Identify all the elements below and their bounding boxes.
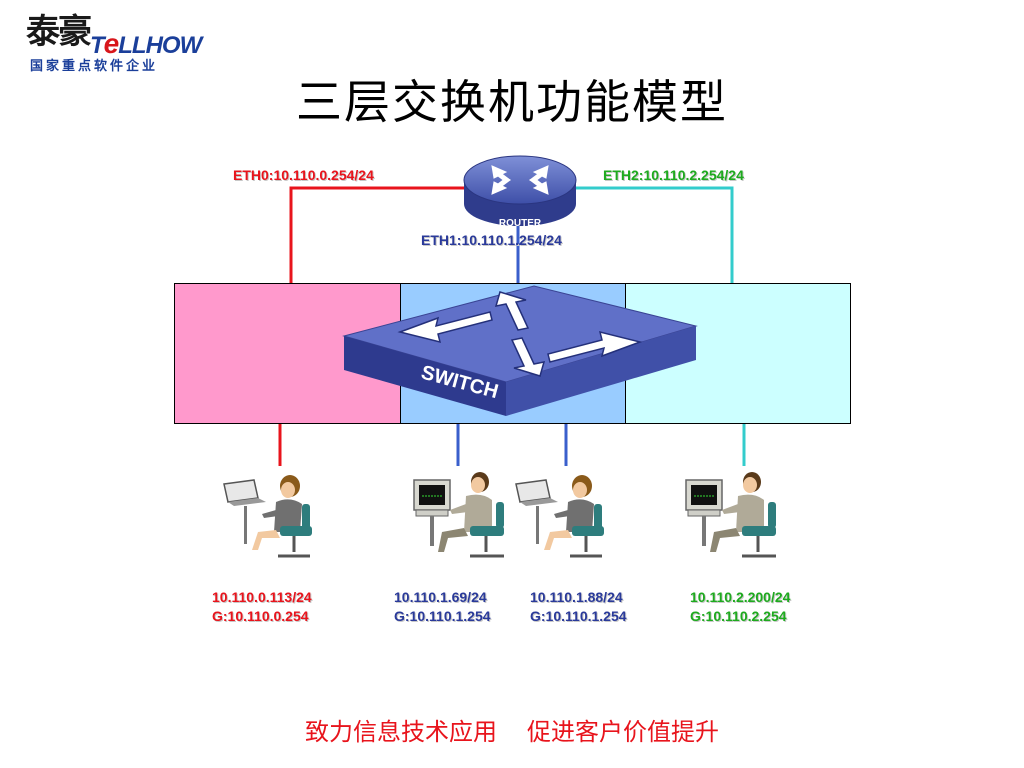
slogan-right: 促进客户价值提升 xyxy=(527,718,719,746)
router-label: ROUTER xyxy=(499,218,542,229)
host-gateway: G:10.110.2.254 xyxy=(690,608,787,624)
man-at-computer-icon xyxy=(685,472,776,558)
host-gateway: G:10.110.1.254 xyxy=(530,608,627,624)
logo-subtitle: 国家重点软件企业 xyxy=(30,59,159,74)
host-address-1: 10.110.0.113/24 G:10.110.0.254 xyxy=(212,588,312,626)
eth1-label: ETH1:10.110.1.254/24 xyxy=(421,232,562,248)
link-eth2 xyxy=(575,186,734,283)
man-at-computer-icon xyxy=(413,472,504,558)
host-gateway: G:10.110.0.254 xyxy=(212,608,309,624)
host-address-2: 10.110.1.69/24 G:10.110.1.254 xyxy=(394,588,491,626)
footer-slogan: 致力信息技术应用 促进客户价值提升 xyxy=(0,712,1024,747)
page-title: 三层交换机功能模型 xyxy=(296,75,728,129)
logo-chinese: 泰豪 xyxy=(26,12,92,52)
host-ip: 10.110.0.113/24 xyxy=(212,589,312,605)
host-ip: 10.110.2.200/24 xyxy=(690,589,791,605)
host-gateway: G:10.110.1.254 xyxy=(394,608,491,624)
host-ip: 10.110.1.88/24 xyxy=(530,589,623,605)
switch-icon: SWITCH xyxy=(342,285,698,416)
woman-at-laptop-icon xyxy=(515,475,604,558)
host-ip: 10.110.1.69/24 xyxy=(394,589,487,605)
eth2-label: ETH2:10.110.2.254/24 xyxy=(603,167,744,183)
link-eth0 xyxy=(289,186,470,283)
host-address-3: 10.110.1.88/24 G:10.110.1.254 xyxy=(530,588,627,626)
woman-at-laptop-icon xyxy=(223,475,312,558)
host-address-4: 10.110.2.200/24 G:10.110.2.254 xyxy=(690,588,790,626)
slogan-left: 致力信息技术应用 xyxy=(305,718,497,746)
logo-english: TeLLHOW xyxy=(90,28,202,59)
router-icon: ROUTER xyxy=(463,155,577,229)
eth0-label: ETH0:10.110.0.254/24 xyxy=(233,167,374,183)
